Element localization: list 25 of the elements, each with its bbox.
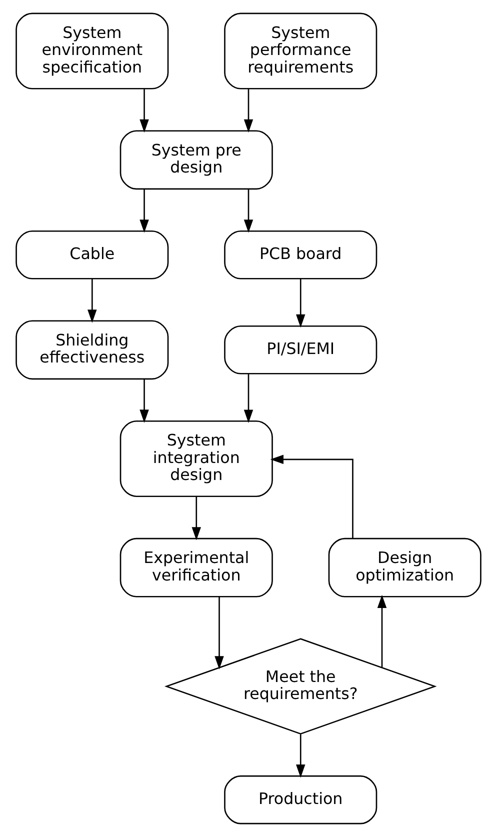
node-box: Cable <box>15 230 168 280</box>
node-box: PCB board <box>224 230 377 280</box>
node-box: System performance requirements <box>224 12 377 90</box>
arrow <box>243 89 253 133</box>
arrow <box>243 374 253 423</box>
node-diamond: Meet the requirements? <box>164 638 436 735</box>
arrow <box>270 454 353 538</box>
node-box: Design optimization <box>328 538 481 598</box>
arrow <box>139 379 148 423</box>
node-box: Experimental verification <box>119 538 272 598</box>
arrow <box>376 594 386 668</box>
node-box: Production <box>224 775 377 824</box>
arrow <box>296 278 305 328</box>
arrow <box>243 189 253 233</box>
node-box: PI/SI/EMI <box>224 325 377 374</box>
arrow <box>139 189 148 233</box>
arrow <box>296 734 305 778</box>
arrow <box>139 89 148 133</box>
node-box: Shielding effectiveness <box>15 320 168 380</box>
arrow <box>214 596 224 670</box>
arrow <box>191 496 200 540</box>
node-box: System environment specification <box>15 12 168 90</box>
arrow <box>87 278 96 323</box>
node-box: System pre design <box>119 130 272 190</box>
node-box: System integration design <box>119 420 272 497</box>
